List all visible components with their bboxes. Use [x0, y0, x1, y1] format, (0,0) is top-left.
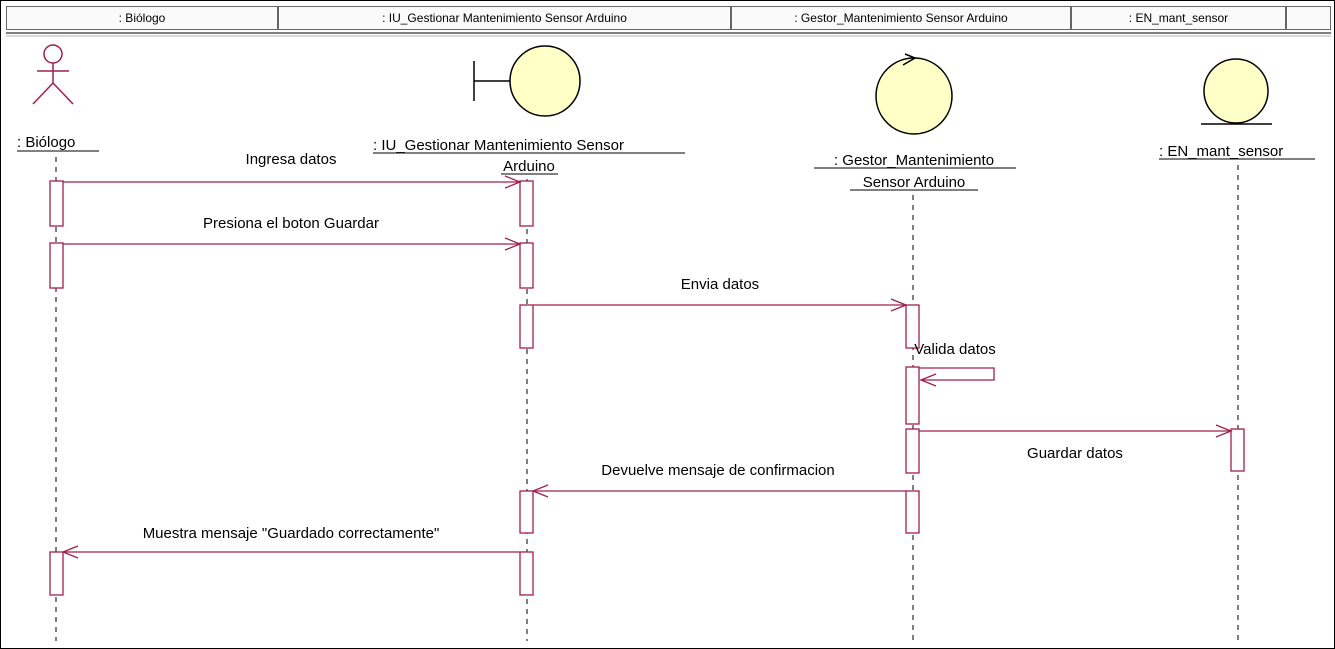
activation-control-3[interactable]: [905, 428, 920, 474]
message-arrow-4-self[interactable]: [919, 367, 995, 381]
header-cell-empty: [1286, 6, 1331, 30]
header-cell-control[interactable]: : Gestor_Mantenimiento Sensor Arduino: [731, 6, 1071, 30]
activation-boundary-4[interactable]: [519, 490, 534, 534]
message-label-1[interactable]: Ingresa datos: [246, 151, 337, 168]
message-arrowhead-5: [1215, 424, 1233, 438]
entity-label[interactable]: : EN_mant_sensor: [1159, 143, 1283, 160]
activation-boundary-5[interactable]: [519, 551, 534, 596]
message-label-7[interactable]: Muestra mensaje "Guardado correctamente": [143, 525, 440, 542]
message-arrowhead-4: [919, 373, 937, 387]
control-label-line1[interactable]: : Gestor_Mantenimiento: [834, 152, 994, 169]
activation-control-2[interactable]: [905, 366, 920, 425]
lifeline-header-bar: : Biólogo : IU_Gestionar Mantenimiento S…: [6, 6, 1331, 32]
message-arrowhead-7: [61, 545, 79, 559]
activation-control-1[interactable]: [905, 304, 920, 349]
boundary-label-line1[interactable]: : IU_Gestionar Mantenimiento Sensor: [373, 137, 624, 154]
message-arrowhead-2: [504, 237, 522, 251]
header-cell-entity[interactable]: : EN_mant_sensor: [1071, 6, 1286, 30]
activation-boundary-2[interactable]: [519, 242, 534, 289]
control-label-line2[interactable]: Sensor Arduino: [863, 174, 966, 191]
activation-control-4[interactable]: [905, 490, 920, 534]
actor-label[interactable]: : Biólogo: [17, 134, 75, 151]
activation-actor-2[interactable]: [49, 242, 64, 289]
actor-icon[interactable]: [32, 44, 74, 105]
boundary-label-line2[interactable]: Arduino: [503, 158, 555, 175]
message-arrowhead-1: [504, 175, 522, 189]
activation-entity-1[interactable]: [1230, 428, 1245, 472]
boundary-object-icon[interactable]: [473, 45, 581, 117]
message-label-6[interactable]: Devuelve mensaje de confirmacion: [601, 462, 834, 479]
activation-boundary-3[interactable]: [519, 304, 534, 349]
message-label-3[interactable]: Envia datos: [681, 276, 759, 293]
message-arrowhead-3: [890, 298, 908, 312]
header-cell-actor[interactable]: : Biólogo: [6, 6, 278, 30]
activation-actor-1[interactable]: [49, 180, 64, 227]
activation-boundary-1[interactable]: [519, 180, 534, 227]
control-object-icon[interactable]: [875, 53, 953, 135]
entity-object-icon[interactable]: [1201, 58, 1272, 125]
activation-actor-3[interactable]: [49, 551, 64, 596]
message-arrowhead-6: [531, 484, 549, 498]
header-cell-boundary[interactable]: : IU_Gestionar Mantenimiento Sensor Ardu…: [278, 6, 731, 30]
message-label-2[interactable]: Presiona el boton Guardar: [203, 215, 379, 232]
message-label-4[interactable]: Valida datos: [914, 341, 995, 358]
message-label-5[interactable]: Guardar datos: [1027, 445, 1123, 462]
